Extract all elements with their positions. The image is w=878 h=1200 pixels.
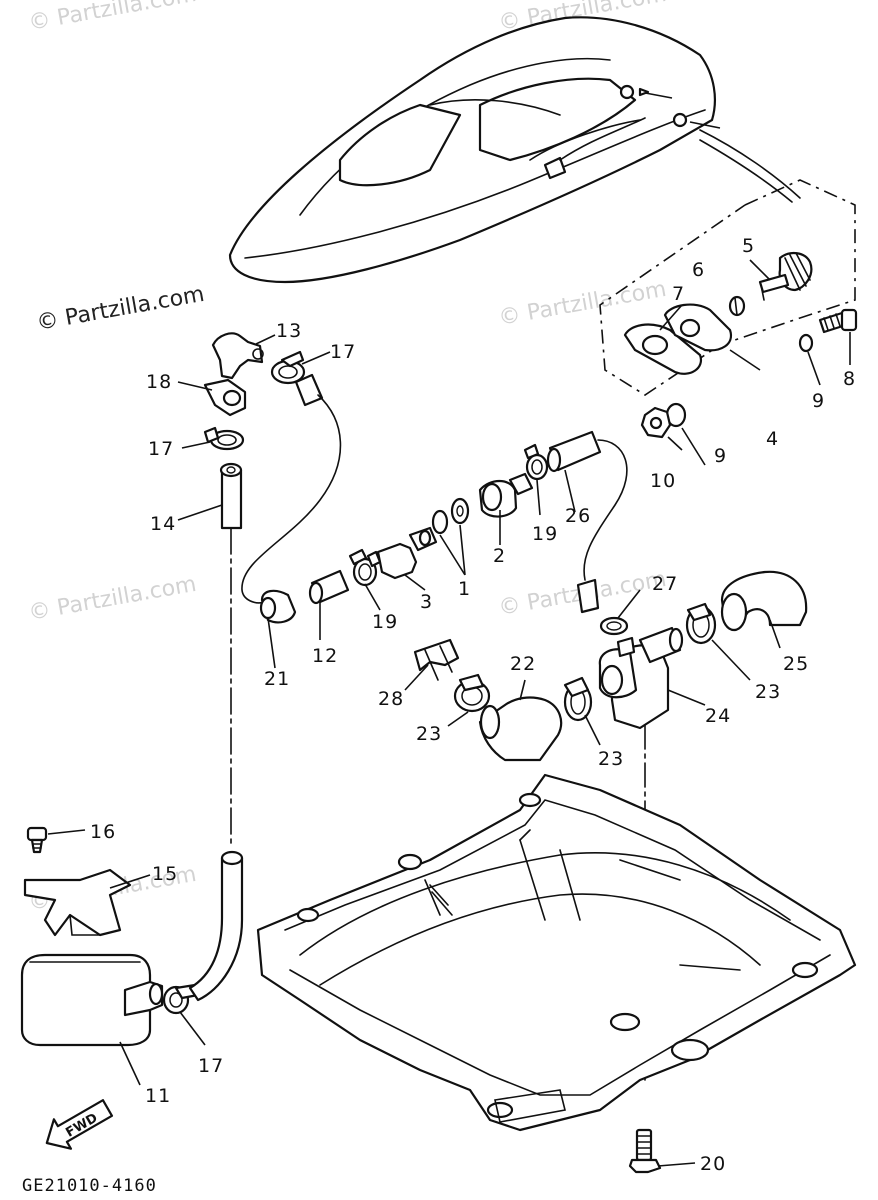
part-19-clip: [523, 443, 549, 481]
part-7-gasket: [623, 323, 703, 375]
callout-labels: 1 2 3 4 5 6 7 8 9 9 10 11 12 13 14 15 16…: [90, 235, 856, 1175]
part-17-clip: [203, 426, 245, 451]
part-1-washer: [431, 509, 449, 535]
callout-24: 24: [705, 705, 731, 727]
part-15-bracket: [23, 868, 132, 937]
part-17-clip: [270, 350, 306, 385]
callout-4: 4: [766, 428, 779, 450]
part-27-clip: [599, 616, 629, 636]
callout-21: 21: [264, 668, 290, 690]
callout-5: 5: [742, 235, 755, 257]
callout-6: 6: [692, 259, 705, 281]
part-22-hose: [478, 696, 563, 762]
callout-8: 8: [843, 368, 856, 390]
watercraft-hull: [228, 16, 801, 284]
part-16-screw: [26, 826, 48, 854]
part-14-lower-hose: [188, 850, 244, 1002]
part-17-clip: [162, 983, 200, 1015]
part-23-clamp: [453, 673, 491, 713]
part-19-clip: [348, 548, 378, 587]
callout-23: 23: [598, 748, 624, 770]
callout-2: 2: [493, 545, 506, 567]
callout-3: 3: [420, 591, 433, 613]
part-8-screw: [818, 308, 858, 334]
part-5-sensor: [758, 252, 813, 301]
diagram-code: GE21010-4160: [22, 1176, 157, 1196]
callout-10: 10: [650, 470, 676, 492]
fwd-arrow-icon: FWD: [45, 1099, 114, 1150]
part-25-hose: [720, 570, 808, 632]
callout-7: 7: [672, 283, 685, 305]
callout-14: 14: [150, 513, 176, 535]
part-13-elbow: [211, 332, 264, 380]
callout-26: 26: [565, 505, 591, 527]
callout-15: 15: [152, 863, 178, 885]
part-12-hose: [308, 569, 350, 605]
detail-box: [599, 179, 856, 396]
copyright-watermark: © Partzilla.com: [35, 282, 207, 336]
callout-28: 28: [378, 688, 404, 710]
leader-lines: [47, 259, 851, 1167]
part-3-fitting: [366, 526, 438, 580]
part-23-clamp: [685, 602, 717, 645]
part-26-hose: [546, 430, 628, 614]
hull-frame: [256, 773, 857, 1132]
part-10-nut: [640, 406, 672, 439]
part-2-fitting: [478, 472, 534, 518]
watermark-text: © Partzilla.com: [27, 0, 199, 36]
callout-12: 12: [312, 645, 338, 667]
part-21-hose: [259, 589, 297, 624]
callout-19: 19: [532, 523, 558, 545]
callout-9: 9: [714, 445, 727, 467]
part-4-holder: [663, 303, 733, 352]
part-20-bolt: [628, 1128, 662, 1174]
part-9-washer: [798, 333, 814, 353]
callout-23: 23: [416, 723, 442, 745]
callout-13: 13: [276, 320, 302, 342]
part-18-clamp: [203, 378, 247, 417]
watermark-text: © Partzilla.com: [27, 572, 199, 626]
hose-path: [230, 373, 342, 849]
callout-17: 17: [330, 341, 356, 363]
part-14-tube: [219, 462, 243, 530]
callout-11: 11: [145, 1085, 171, 1107]
callout-27: 27: [652, 573, 678, 595]
part-11-tank: [20, 953, 164, 1047]
callout-22: 22: [510, 653, 536, 675]
callout-19: 19: [372, 611, 398, 633]
callout-16: 16: [90, 821, 116, 843]
callout-20: 20: [700, 1153, 726, 1175]
callout-23: 23: [755, 681, 781, 703]
part-23-clamp: [563, 676, 593, 722]
part-24-valve: [598, 626, 684, 1081]
callout-25: 25: [783, 653, 809, 675]
callout-17: 17: [148, 438, 174, 460]
watermark-text: © Partzilla.com: [497, 277, 669, 331]
callout-17: 17: [198, 1055, 224, 1077]
callout-9: 9: [812, 390, 825, 412]
part-28-clip: [413, 638, 460, 681]
callout-18: 18: [146, 371, 172, 393]
callout-1: 1: [458, 578, 471, 600]
